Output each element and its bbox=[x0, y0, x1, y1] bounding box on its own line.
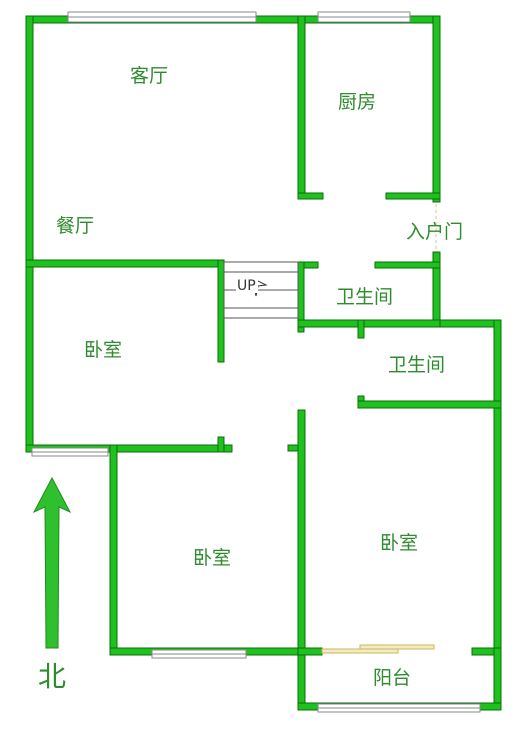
wall-kitchen-south-right bbox=[385, 192, 441, 200]
wall-bath1-south bbox=[297, 319, 441, 328]
north-arrow-icon bbox=[32, 476, 72, 649]
wall-stair-west bbox=[217, 259, 225, 363]
wall-east-step bbox=[432, 319, 502, 328]
wall-bath2-stub bbox=[357, 319, 365, 339]
stairs bbox=[223, 261, 299, 319]
balcony-label: 阳台 bbox=[373, 667, 411, 689]
bathroom-2-label: 卫生间 bbox=[388, 354, 445, 376]
stairs-label: UP bbox=[237, 278, 256, 294]
windows bbox=[31, 11, 481, 713]
wall-bedroom-east-west bbox=[297, 409, 306, 711]
wall-bedroom-south-west bbox=[109, 444, 118, 656]
living-room-label: 客厅 bbox=[130, 65, 168, 87]
north-label: 北 bbox=[38, 660, 66, 693]
wall-kitchen-west bbox=[297, 15, 306, 199]
wall-kitchen-south-left bbox=[297, 192, 324, 200]
wall-west bbox=[25, 15, 34, 453]
wall-balcony-top-left bbox=[297, 647, 323, 656]
bathroom-1-label: 卫生间 bbox=[336, 286, 393, 308]
dining-room-label: 餐厅 bbox=[56, 215, 94, 237]
wall-east bbox=[493, 319, 502, 656]
wall-bedroom-west-east-stub bbox=[217, 436, 225, 453]
wall-bath2-south bbox=[357, 400, 502, 409]
bedroom-south-label: 卧室 bbox=[193, 547, 231, 569]
bedroom-east-label: 卧室 bbox=[380, 532, 418, 554]
wall-bedroom-west-south bbox=[25, 444, 233, 453]
bedroom-west-label: 卧室 bbox=[84, 339, 122, 361]
wall-dining-south bbox=[25, 259, 225, 268]
kitchen-label: 厨房 bbox=[338, 91, 376, 113]
wall-kitchen-east bbox=[432, 15, 441, 203]
wall-bath1-north-right bbox=[374, 261, 441, 269]
entrance-door-label: 入户门 bbox=[406, 221, 463, 243]
balcony-sliding-door bbox=[321, 644, 435, 654]
wall-balcony-east bbox=[493, 647, 502, 711]
walls bbox=[25, 15, 502, 711]
